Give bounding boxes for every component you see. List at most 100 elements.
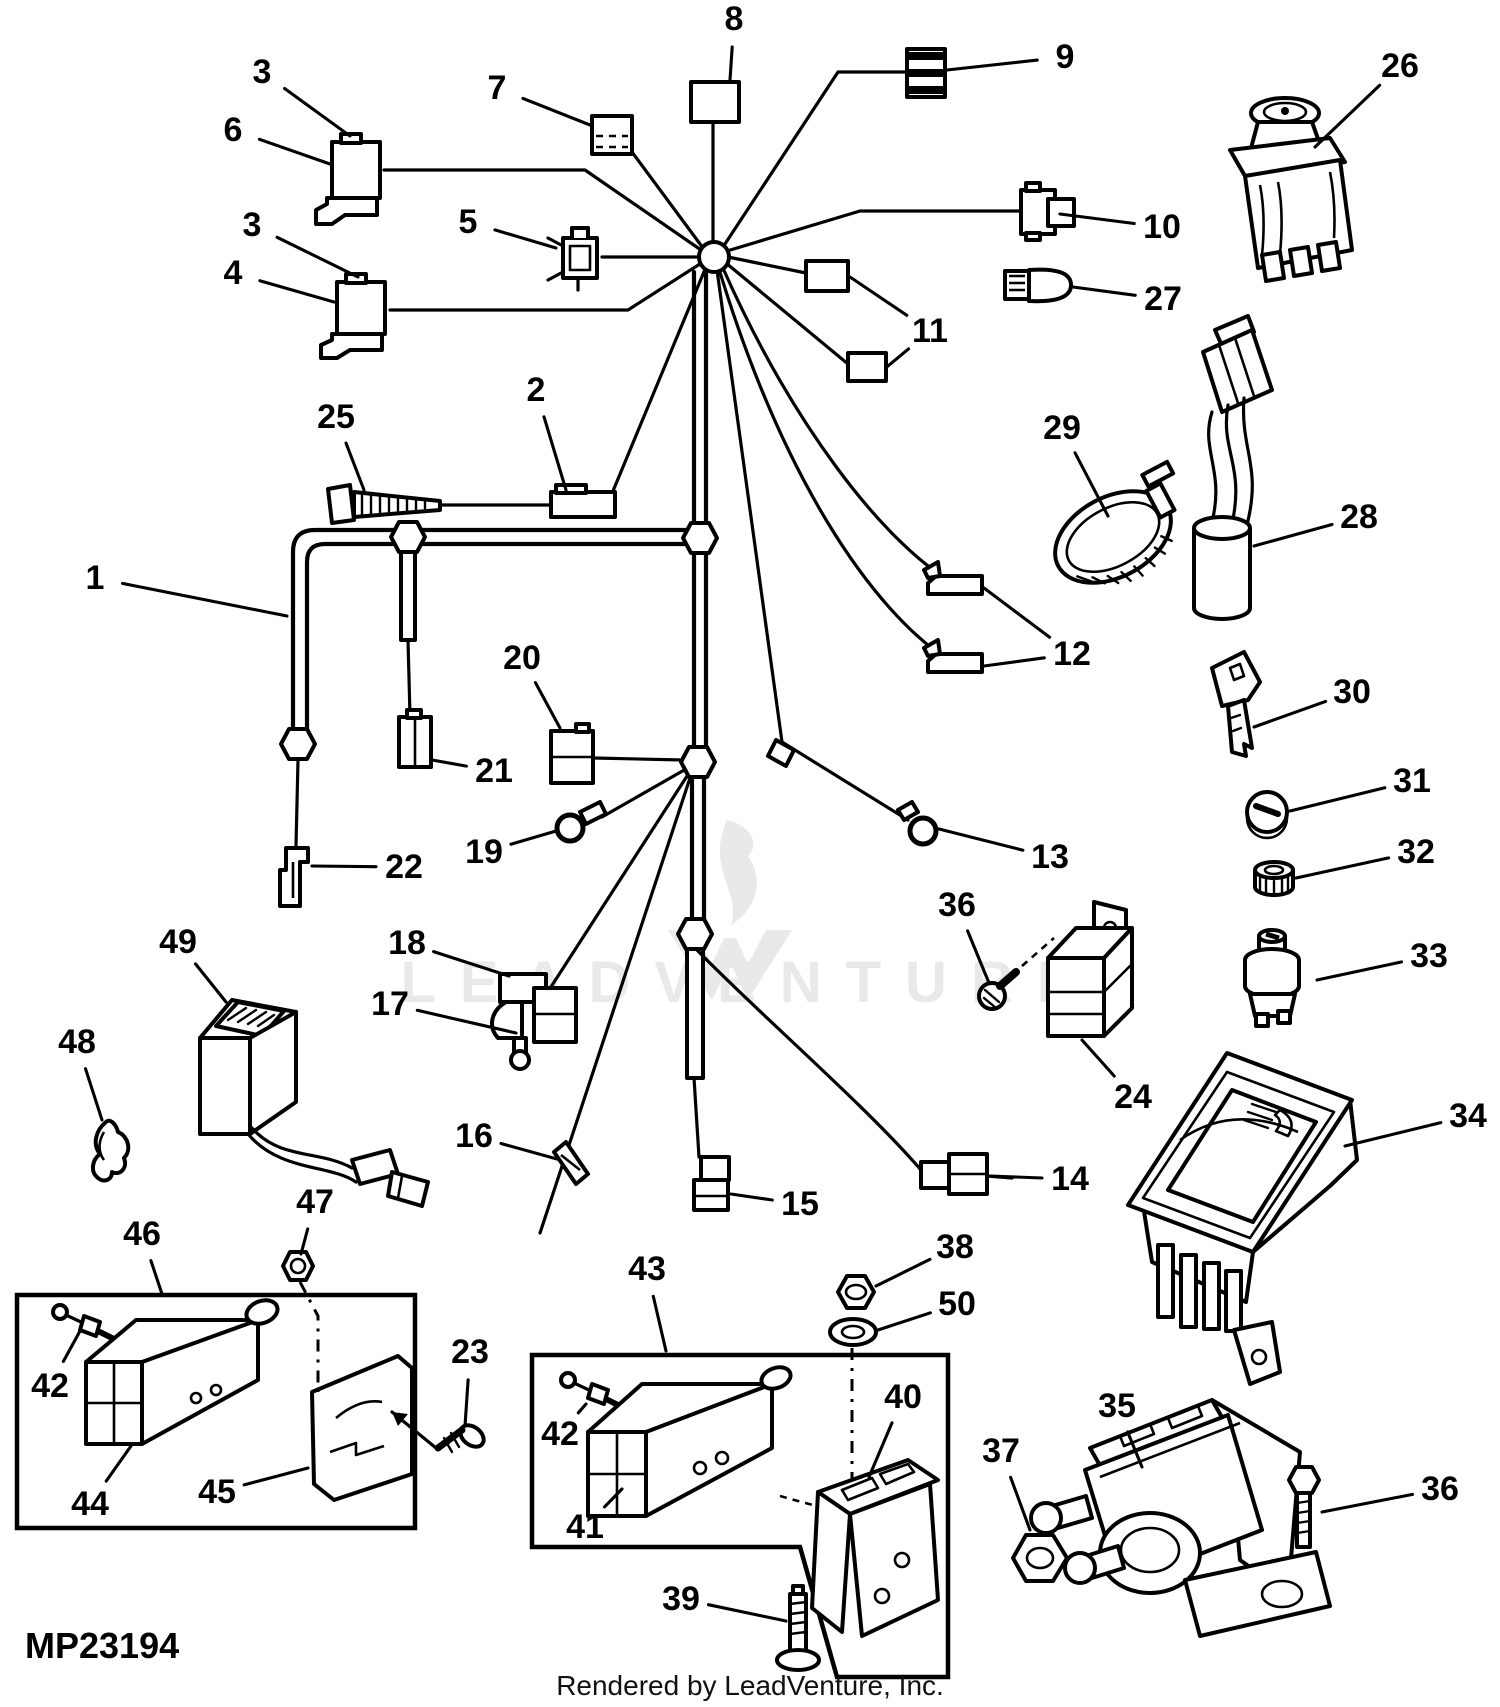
callout-leader-49 [193, 962, 228, 1004]
part-13-ring-terminal-drawing [896, 800, 939, 847]
part-45-bracket-drawing [310, 1354, 438, 1502]
callout-45: 45 [198, 1473, 236, 1511]
callout-leader-1 [120, 581, 289, 618]
harness-junction-nodes [279, 240, 731, 951]
callout-leader-27 [1071, 285, 1137, 297]
callout-36: 36 [938, 886, 976, 924]
callout-leader-6 [257, 137, 332, 166]
callout-layer: 1233456789101112131415161718192021222324… [31, 0, 1487, 1623]
callout-38: 38 [936, 1228, 974, 1266]
callout-leader-12 [982, 586, 1052, 639]
callout-leader-31 [1288, 786, 1387, 813]
callout-leader-48 [83, 1067, 104, 1122]
callout-50: 50 [938, 1285, 976, 1323]
callout-leader-18 [432, 950, 511, 978]
callout-47: 47 [296, 1183, 334, 1221]
callout-leader-35 [1126, 1430, 1144, 1469]
callout-48: 48 [58, 1023, 96, 1061]
callout-leader-13 [937, 827, 1025, 852]
part-47-nut-drawing [281, 1250, 315, 1282]
part-40-bracket-drawing [810, 1458, 940, 1638]
callout-leader-15 [729, 1192, 774, 1202]
part-28-drawing [1192, 314, 1274, 621]
callout-leader-38 [874, 1257, 932, 1288]
callout-26: 26 [1381, 47, 1419, 85]
part-11-drawing [804, 259, 888, 383]
callout-leader-24 [1080, 1038, 1116, 1078]
callout-leader-9 [945, 58, 1039, 72]
callout-24: 24 [1114, 1078, 1152, 1116]
callout-leader-50 [876, 1311, 932, 1332]
part-29-clamp-drawing [1053, 459, 1177, 585]
part-22-bracket-drawing [278, 846, 310, 908]
harness-trunk [290, 269, 709, 1159]
callout-3: 3 [243, 206, 262, 244]
callout-19: 19 [465, 833, 503, 871]
part-14-connector-drawing [919, 1152, 989, 1196]
part-50-washer-drawing [828, 1317, 878, 1347]
callout-leader-7 [521, 96, 592, 127]
callout-leader-36 [1320, 1492, 1415, 1514]
callout-leader-28 [1252, 522, 1334, 548]
callout-leader-41 [602, 1487, 624, 1509]
callout-18: 18 [388, 924, 426, 962]
callout-leader-47 [299, 1227, 310, 1256]
callout-5: 5 [459, 203, 478, 241]
part-7-drawing [590, 114, 634, 156]
callout-leader-42 [576, 1402, 588, 1415]
callout-43: 43 [628, 1250, 666, 1288]
callout-1: 1 [86, 559, 105, 597]
callout-41: 41 [566, 1508, 604, 1546]
part-2-drawing [549, 483, 617, 519]
part-42b-pin-drawing [559, 1371, 627, 1411]
callout-leader-40 [867, 1421, 894, 1479]
callout-leader-33 [1315, 960, 1404, 982]
relay-6-drawing [314, 132, 382, 226]
callout-20: 20 [503, 639, 541, 677]
callout-27: 27 [1144, 280, 1182, 318]
callout-16: 16 [455, 1117, 493, 1155]
callout-22: 22 [385, 848, 423, 886]
part-42-pin-drawing [51, 1303, 119, 1343]
callout-8: 8 [725, 0, 744, 38]
part-25-cable-tie-drawing [326, 483, 442, 525]
callout-7: 7 [488, 69, 507, 107]
callout-leader-2 [542, 415, 568, 492]
callout-leader-20 [533, 681, 562, 730]
callout-37: 37 [982, 1432, 1020, 1470]
part-41-interlock-module-drawing [586, 1365, 793, 1518]
callout-15: 15 [781, 1185, 819, 1223]
part-32-drawing [1253, 860, 1295, 898]
part-36-bolt-drawing [1287, 1465, 1321, 1549]
part-34-rocker-switch-drawing [1126, 1051, 1359, 1386]
callout-leader-21 [430, 758, 468, 768]
callout-leader-26 [1313, 83, 1382, 149]
callout-leader-22 [310, 864, 378, 869]
callout-leader-44 [104, 1444, 133, 1483]
callout-leader-19 [509, 829, 558, 846]
callout-31: 31 [1393, 762, 1431, 800]
part-5-drawing [546, 226, 599, 292]
part-10-drawing [1019, 181, 1076, 242]
part-44-interlock-module-drawing [84, 1298, 280, 1446]
part-17-18-seat-switch-drawing [490, 972, 578, 1071]
part-31-drawing [1245, 790, 1289, 840]
callout-leader-11 [886, 347, 911, 368]
callout-leader-3 [275, 235, 360, 279]
part-23-screw-drawing [434, 1423, 486, 1454]
callout-29: 29 [1043, 409, 1081, 447]
part-15-connector-drawing [692, 1155, 731, 1212]
callout-leader-14 [988, 1174, 1044, 1180]
part-37-nut-drawing [1011, 1533, 1069, 1583]
callout-leader-29 [1073, 451, 1110, 518]
part-35-solenoid-drawing [1029, 1398, 1332, 1638]
callout-leader-46 [149, 1259, 164, 1296]
part-48-clip-drawing [91, 1118, 131, 1183]
part-36-screw-drawing [977, 937, 1055, 1011]
callout-34: 34 [1449, 1097, 1487, 1135]
callout-6: 6 [224, 111, 243, 149]
part-26-pto-switch-drawing [1228, 96, 1354, 283]
callout-leader-45 [242, 1466, 310, 1487]
